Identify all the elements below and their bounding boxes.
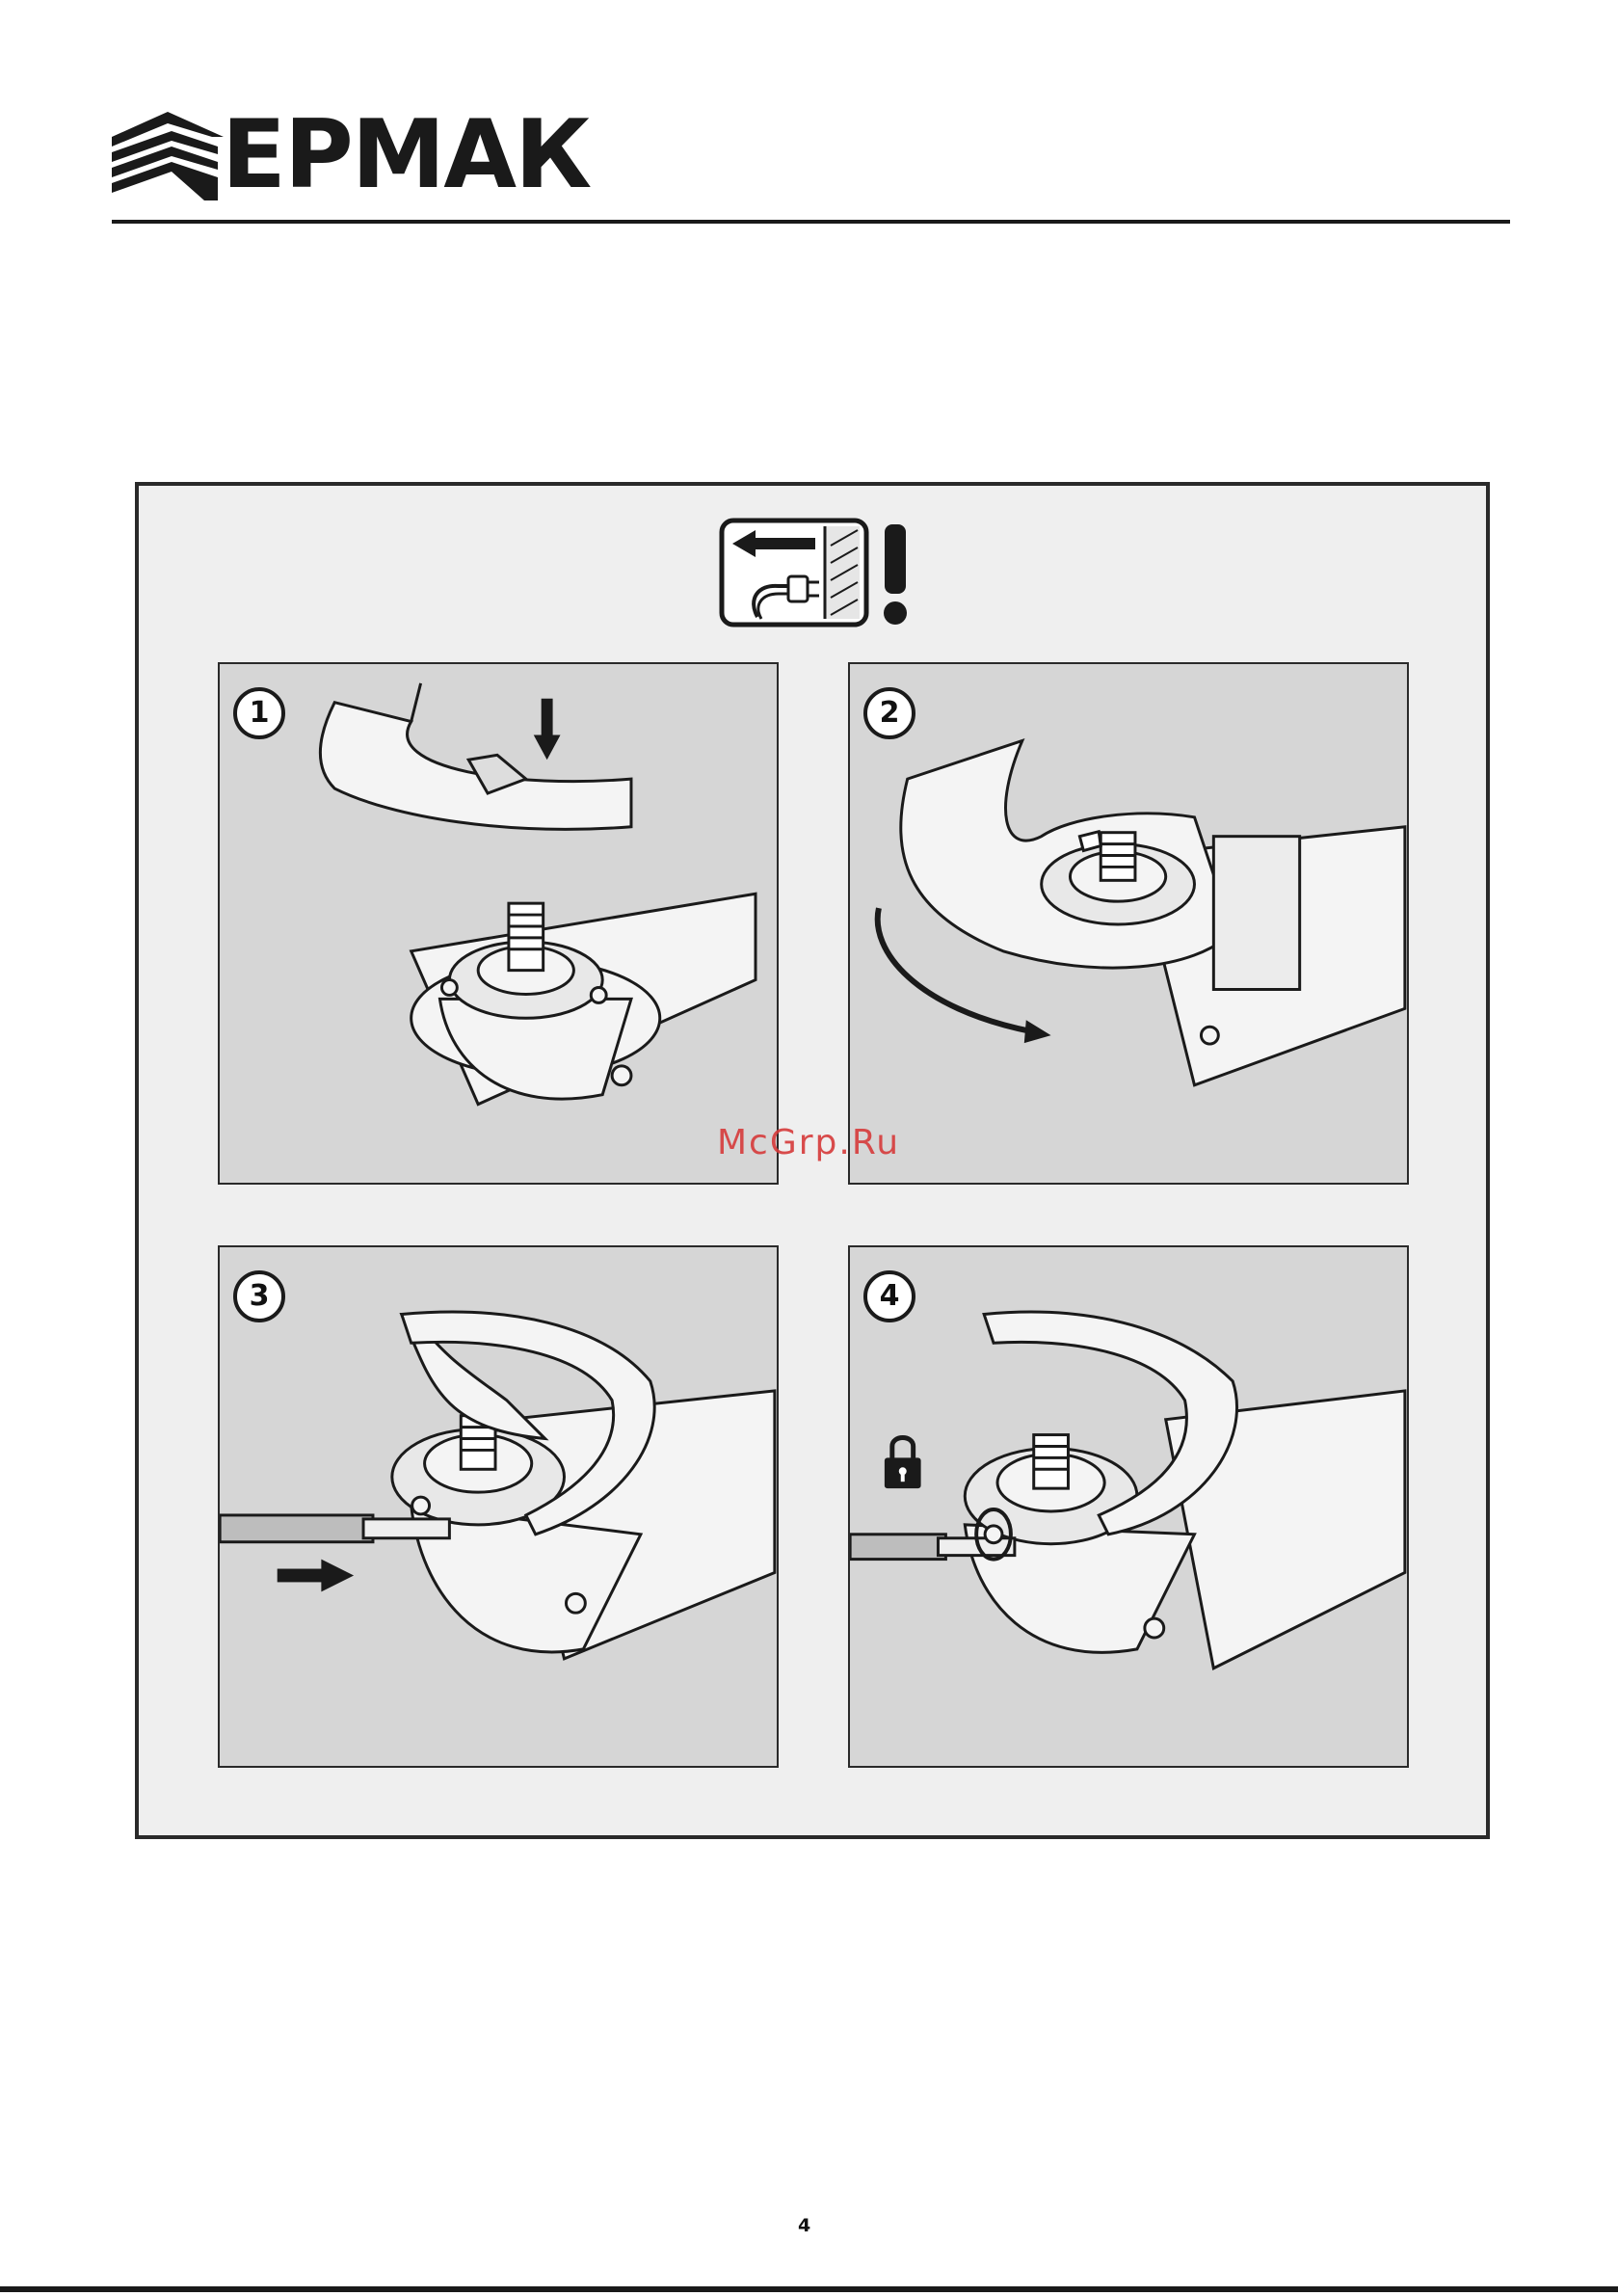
step-4-panel: 4 (848, 1245, 1409, 1768)
step-2-illustration (850, 664, 1407, 1183)
unplug-before-service-icon (719, 517, 917, 628)
step-number: 2 (863, 687, 915, 739)
lock-icon (885, 1438, 921, 1489)
header-divider (112, 220, 1510, 224)
step-1-panel: 1 (218, 662, 779, 1185)
ermak-logo-icon (112, 110, 224, 202)
watermark: McGrp.Ru (717, 1123, 900, 1162)
step-1-illustration (220, 664, 777, 1183)
step-3-panel: 3 (218, 1245, 779, 1768)
footer-divider (0, 2286, 1618, 2292)
step-4-illustration (850, 1247, 1407, 1766)
step-number: 3 (233, 1270, 285, 1322)
ermak-logo: ЕРМАК (112, 110, 565, 204)
down-arrow-icon (534, 699, 561, 761)
step-number: 4 (863, 1270, 915, 1322)
step-2-panel: 2 (848, 662, 1409, 1185)
right-arrow-icon (278, 1560, 354, 1592)
page-number: 4 (798, 2215, 810, 2236)
brand-name: ЕРМАК (222, 102, 590, 208)
step-3-illustration (220, 1247, 777, 1766)
step-number: 1 (233, 687, 285, 739)
